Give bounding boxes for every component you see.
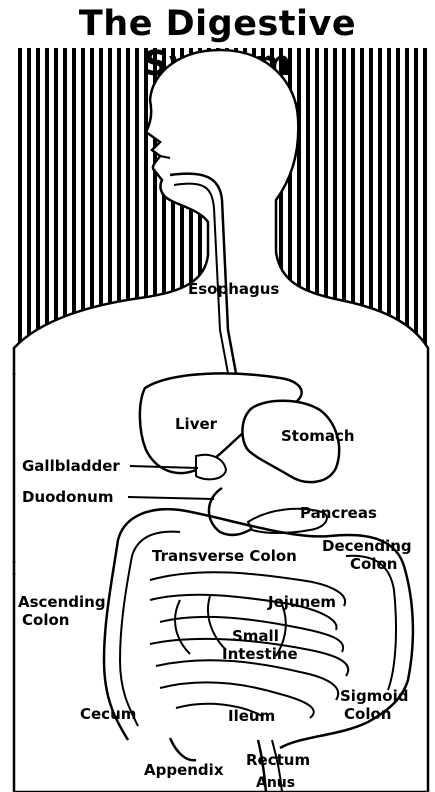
label-sigmoid-colon-line2: Colon (344, 706, 391, 723)
label-esophagus: Esophagus (188, 281, 279, 298)
label-descending-colon-line1: Decending (322, 538, 412, 555)
label-small-intestine-line1: Small (232, 628, 279, 645)
label-small-intestine-line2: Intestine (222, 646, 298, 663)
label-ascending-colon-line2: Colon (22, 612, 69, 629)
label-jejunum: Jejunem (268, 594, 336, 611)
label-liver: Liver (175, 416, 217, 433)
label-ascending-colon-line1: Ascending (18, 594, 106, 611)
label-descending-colon-line2: Colon (350, 556, 397, 573)
label-appendix: Appendix (144, 762, 224, 779)
label-transverse-colon: Transverse Colon (152, 548, 297, 565)
scan-dot (13, 373, 16, 376)
label-cecum: Cecum (80, 706, 136, 723)
scan-dot (13, 573, 16, 576)
label-ileum: Ileum (228, 708, 275, 725)
label-pancreas: Pancreas (300, 505, 377, 522)
label-anus: Anus (256, 775, 295, 792)
label-sigmoid-colon-line1: Sigmoid (340, 688, 409, 705)
label-rectum: Rectum (246, 752, 310, 769)
label-duodenum: Duodonum (22, 489, 113, 506)
label-stomach: Stomach (281, 428, 355, 445)
scan-dot (13, 561, 16, 564)
label-gallbladder: Gallbladder (22, 458, 120, 475)
